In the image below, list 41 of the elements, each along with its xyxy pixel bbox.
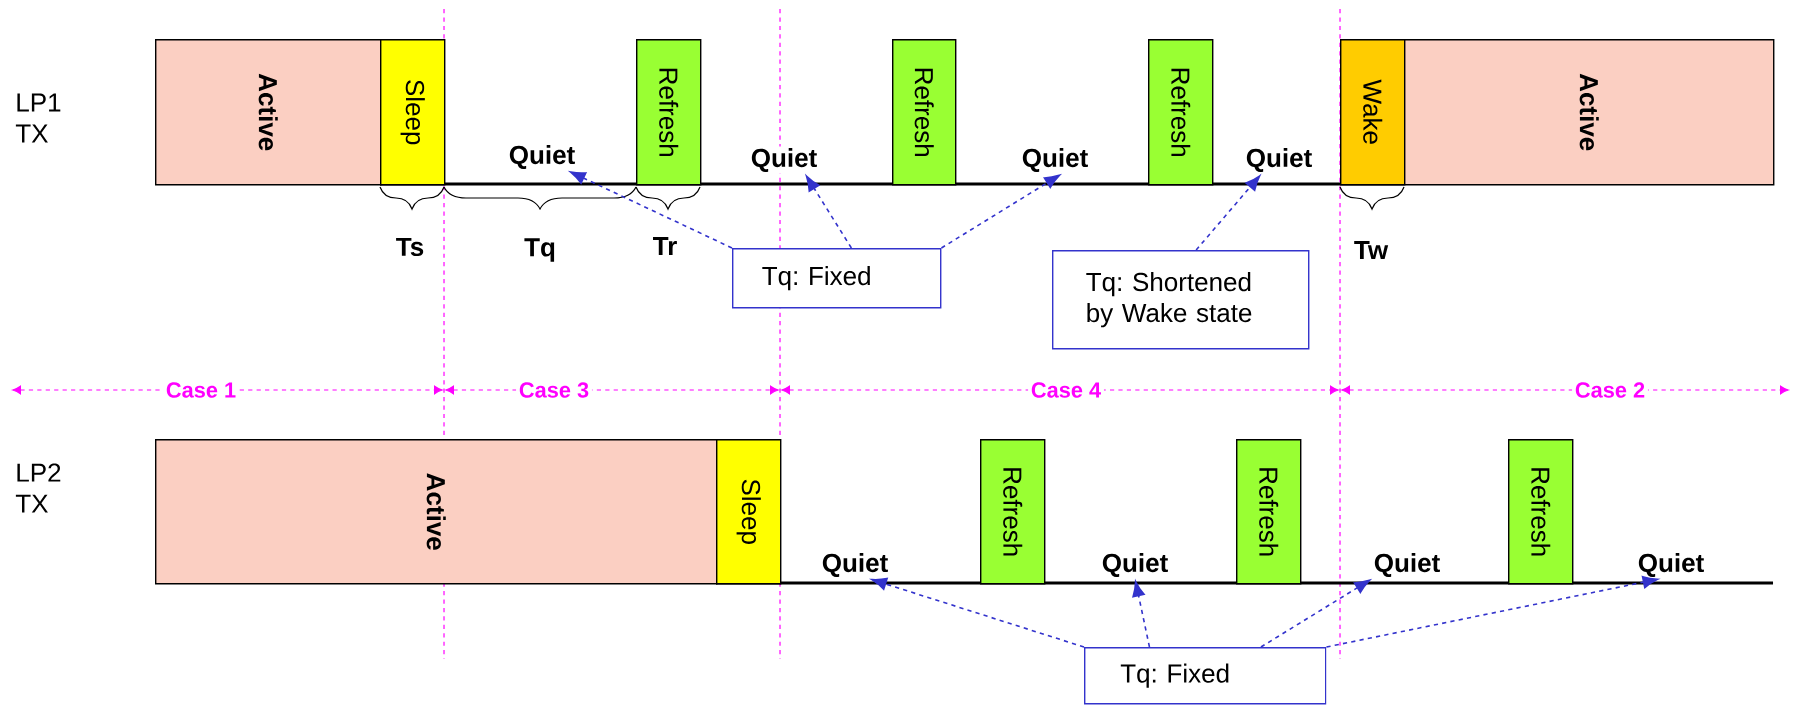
case-label: Case 1 [163, 379, 239, 401]
state-bar: Refresh [1236, 439, 1302, 585]
leader-arrow [1195, 175, 1261, 251]
state-bar: Sleep [716, 439, 782, 585]
callout-box: Tq: Shortened by Wake state [1052, 250, 1310, 350]
case-label: Case 3 [516, 379, 592, 401]
duration-label: Tr [653, 237, 677, 255]
lane-label: LP1 TX [15, 93, 61, 143]
leader-arrow [1325, 575, 1659, 648]
state-label: Quiet [1372, 551, 1442, 579]
callout-box: Tq: Fixed [1084, 647, 1327, 705]
duration-label: Ts [396, 237, 424, 257]
duration-label: Tq [524, 238, 555, 262]
leader-arrow [1260, 579, 1371, 648]
lane-label: LP2 TX [15, 463, 61, 513]
leader-arrow [805, 175, 853, 249]
duration-label: Tw [1354, 241, 1389, 259]
state-bar: Sleep [380, 39, 446, 186]
state-bar: Refresh [1508, 439, 1574, 585]
state-label: Quiet [507, 143, 577, 171]
state-label: Quiet [749, 146, 819, 174]
case-label: Case 2 [1572, 379, 1648, 401]
state-label: Quiet [820, 551, 890, 579]
state-label: Quiet [1244, 146, 1314, 174]
state-bar: Active [155, 39, 382, 186]
state-bar: Active [155, 439, 718, 585]
state-bar: Refresh [892, 39, 957, 186]
state-label: Quiet [1100, 551, 1170, 579]
state-bar: Refresh [636, 39, 702, 186]
leader-arrow [569, 171, 733, 249]
leader-arrow [1132, 581, 1151, 648]
state-bar: Refresh [1148, 39, 1214, 186]
state-label: Quiet [1636, 551, 1706, 579]
state-bar: Refresh [980, 439, 1046, 585]
leader-arrow [871, 577, 1085, 648]
state-bar: Active [1404, 39, 1775, 186]
state-bar: Wake [1340, 39, 1406, 186]
state-label: Quiet [1020, 146, 1090, 174]
leader-arrow [940, 174, 1061, 249]
case-label: Case 4 [1028, 379, 1104, 401]
callout-box: Tq: Fixed [732, 248, 942, 309]
